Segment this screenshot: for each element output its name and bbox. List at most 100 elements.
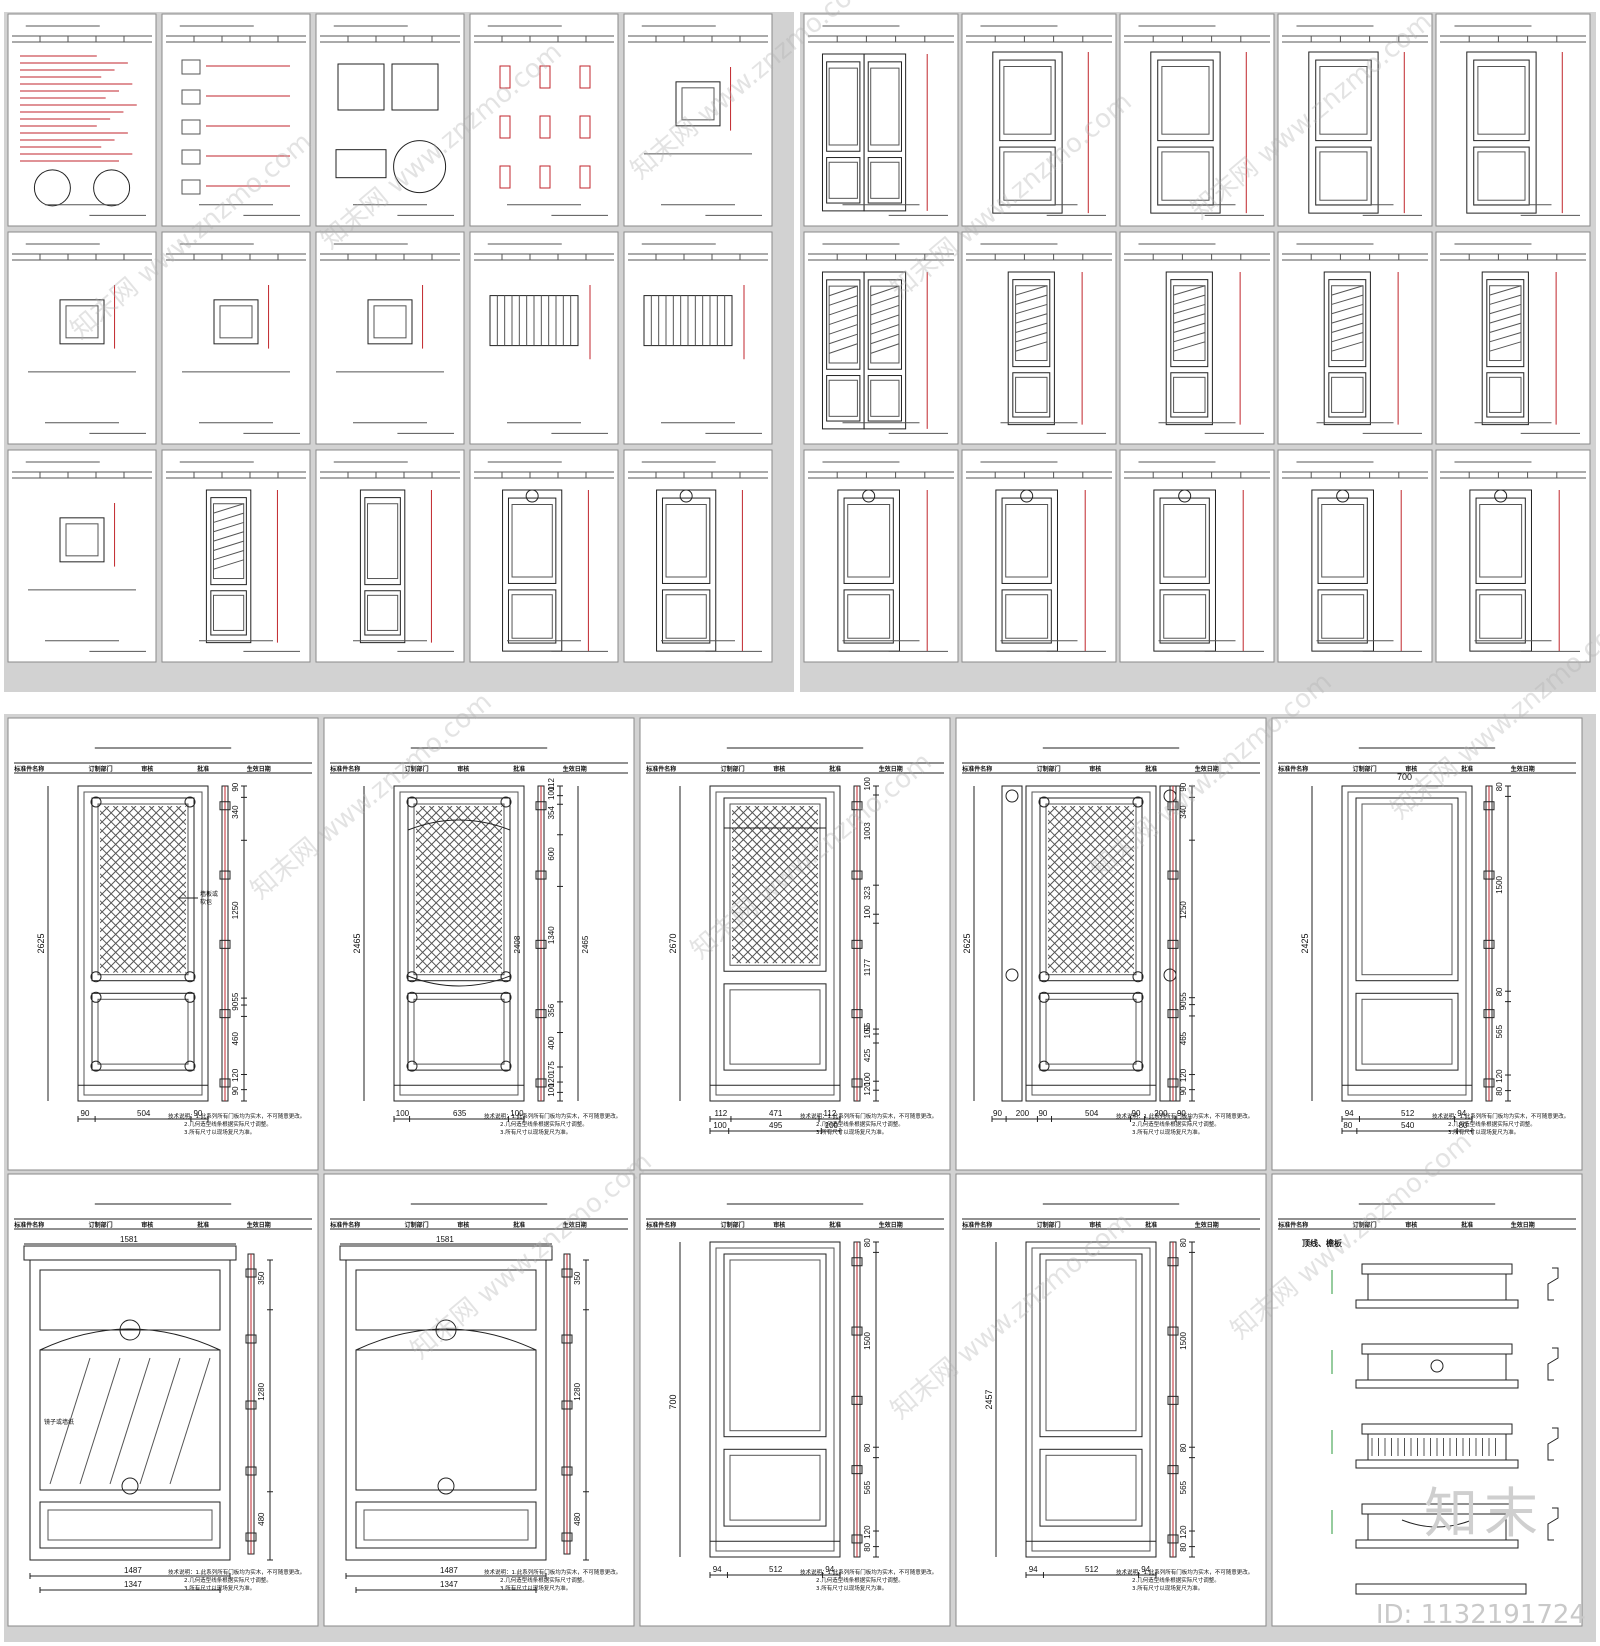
quilt-line (1048, 891, 1130, 973)
dimension-label: 175 (547, 1061, 556, 1075)
quilt-line (1331, 303, 1364, 315)
profile-section (539, 65, 551, 89)
upper-panel (723, 1253, 827, 1438)
detail-swatch (181, 149, 201, 165)
header-label: 标准件名称 (645, 765, 676, 773)
section-profile (1483, 939, 1495, 949)
corner-carving (90, 1060, 102, 1072)
quilt-line (828, 295, 858, 306)
dimension-label: 1500 (863, 1331, 872, 1349)
lower-panel-inner (729, 989, 821, 1065)
quilt-line (100, 918, 155, 973)
header-label: 审核 (1405, 765, 1417, 773)
quilt-line (100, 806, 119, 825)
quilt-line (419, 890, 502, 973)
thumbnail-sheet (1435, 13, 1591, 227)
sheet-frame (1119, 231, 1275, 445)
lower-panel-inner (413, 998, 505, 1065)
quilt-line (416, 806, 480, 870)
top-small-panel (723, 797, 827, 829)
quilt-line (464, 935, 502, 973)
sheet-frame (961, 13, 1117, 227)
quilt-line (732, 836, 818, 924)
dimension-label: 80 (1495, 987, 1504, 996)
section-profile (851, 1326, 863, 1336)
corner-carving (500, 1060, 512, 1072)
upper-panel (826, 61, 861, 152)
quilt-line (416, 809, 502, 897)
door-outline (1308, 51, 1379, 214)
quilt-line (416, 836, 502, 924)
header-label: 批准 (197, 765, 209, 773)
sheet-panel-quilt-pilaster: 标准件名称订制部门审核批准生效日期26259034012505590465120… (955, 717, 1267, 1171)
panel-frame-inner (399, 791, 519, 1096)
dimension-label: 90 (1179, 1086, 1188, 1095)
header-label: 标准件名称 (961, 765, 992, 773)
header-label: 订制部门 (1037, 765, 1061, 773)
quilt-line (1173, 332, 1206, 343)
corner-carving (184, 991, 196, 1003)
crown-molding-base (1355, 1379, 1519, 1389)
quilt-line (732, 881, 814, 964)
quilt-line (1331, 294, 1364, 305)
upper-panel-inner (729, 1259, 821, 1432)
quilt-line (1173, 313, 1206, 324)
quilt-pattern (1048, 806, 1134, 973)
section-profile (1167, 1078, 1179, 1088)
header-label: 标准件名称 (1277, 765, 1308, 773)
quilt-line (1015, 303, 1048, 315)
quilt-line (1489, 341, 1522, 352)
quilt-line (100, 845, 186, 933)
quilt-line (100, 963, 110, 973)
header-label: 审核 (1405, 1221, 1417, 1229)
skirting (1025, 1084, 1157, 1102)
quilt-line (1173, 294, 1206, 305)
section-profile (851, 1257, 863, 1267)
lower-panel-inner (1003, 151, 1052, 201)
header-label: 批准 (513, 1221, 525, 1229)
dimension-label: 354 (547, 806, 556, 820)
door-outline (863, 53, 907, 212)
upper-panel-inner (511, 504, 553, 578)
quilt-line (732, 926, 769, 964)
quilt-line (1096, 806, 1134, 844)
header-label: 订制部门 (1037, 1221, 1061, 1229)
header-label: 订制部门 (405, 1221, 429, 1229)
dimension-label: 340 (1179, 805, 1188, 819)
section-profile (1167, 1009, 1179, 1019)
upper-panel (1170, 279, 1209, 368)
mirror-reflection (139, 1357, 181, 1485)
upper-panel-inner (1161, 66, 1210, 135)
dimension-label: 340 (231, 805, 240, 819)
dimension-label: 460 (231, 1032, 240, 1046)
header-label: 审核 (141, 1221, 153, 1229)
lower-panel-inner (363, 1509, 529, 1541)
header-label: 标准件名称 (329, 1221, 360, 1229)
quilt-line (157, 944, 186, 973)
quilt-line (148, 806, 186, 844)
header-label: 订制部门 (1353, 1221, 1377, 1229)
quilt-line (100, 872, 186, 960)
square-panel (367, 299, 413, 345)
lower-panel (1039, 1448, 1143, 1527)
sheet-molding-catalog: 标准件名称订制部门审核批准生效日期顶线、檐板 (1271, 1173, 1583, 1627)
quilt-line (1096, 935, 1134, 973)
quilt-line (1048, 836, 1134, 924)
quilt-line (1331, 341, 1364, 352)
lower-panel-inner (1163, 594, 1207, 639)
corner-carving (1038, 796, 1050, 808)
dimension-label: 80 (1495, 1086, 1504, 1095)
square-panel-inner (219, 305, 253, 339)
quilt-line (213, 559, 244, 570)
dimension-label: 425 (863, 1048, 872, 1062)
quilt-line (1331, 332, 1364, 343)
header-label: 批准 (829, 1221, 841, 1229)
quilt-line (1331, 313, 1364, 324)
upper-panel-inner (1045, 803, 1137, 976)
lower-panel-inner (1361, 998, 1453, 1065)
quilt-line (732, 806, 769, 843)
shell-carving (435, 1319, 457, 1341)
quilt-line (1132, 971, 1134, 973)
corner-carving (90, 796, 102, 808)
